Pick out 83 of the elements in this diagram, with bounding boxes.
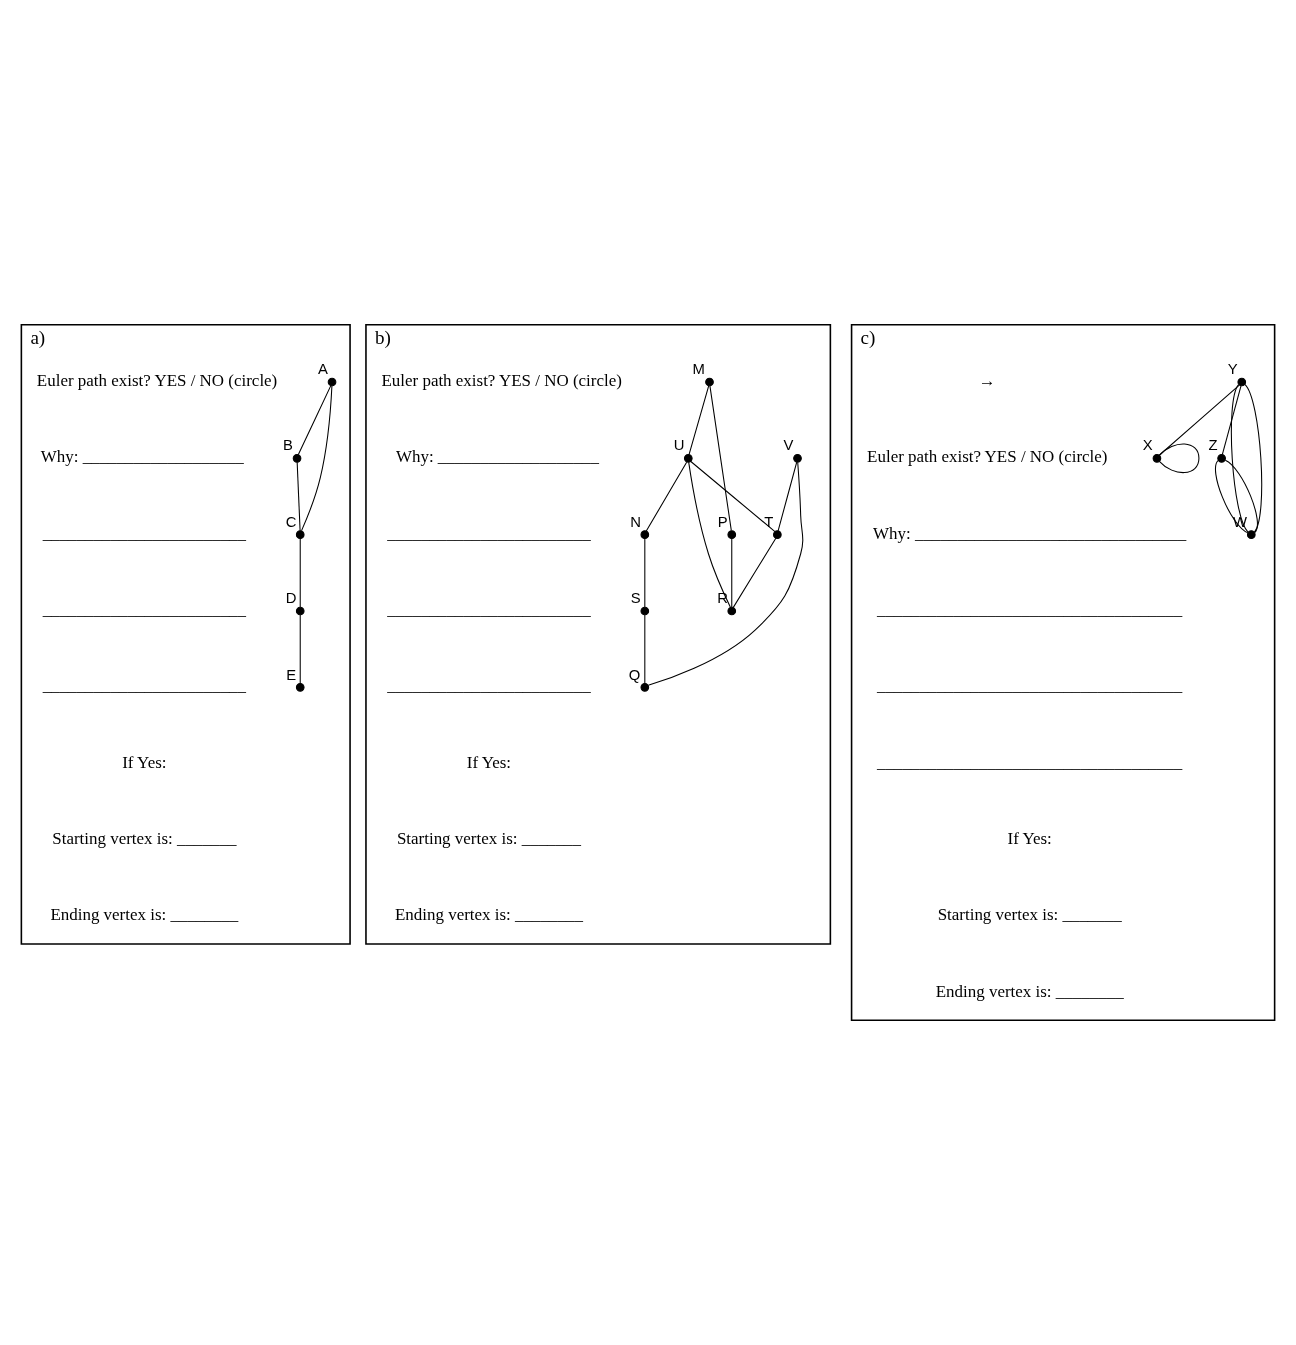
connector (1214, 459, 1249, 534)
connector (1230, 384, 1249, 533)
node-circle (1152, 453, 1162, 463)
node-label: P (717, 513, 728, 530)
connector (296, 461, 301, 532)
node-label: D (285, 590, 297, 607)
node-label: C (285, 513, 297, 530)
node-circle (640, 683, 650, 692)
node-circle (1246, 530, 1256, 539)
node-label: Z (1208, 437, 1218, 454)
node-label: Y (1227, 361, 1238, 378)
connector (690, 461, 776, 533)
label: ________________________ (387, 676, 591, 696)
node-label: U (673, 437, 685, 454)
node-label: Q (628, 666, 641, 683)
label: → (978, 371, 996, 391)
connector (731, 538, 733, 608)
node-circle (773, 530, 782, 539)
label: If Yes: (466, 752, 512, 772)
label: ____________________________________ (877, 752, 1183, 772)
label: Ending vertex is: ________ (935, 981, 1124, 1001)
node-circle (295, 683, 305, 692)
connector (1158, 384, 1240, 456)
label: ________________________ (387, 600, 591, 620)
node-circle (793, 453, 802, 463)
node-label: B (282, 437, 293, 454)
node-label: M (692, 361, 705, 378)
connector (645, 461, 688, 532)
node-label: E (286, 666, 297, 683)
node-circle (705, 377, 714, 387)
label: Why: ___________________ (40, 447, 244, 467)
label: Ending vertex is: ________ (50, 905, 239, 925)
connector (644, 538, 646, 608)
connector (299, 614, 301, 684)
node-label: A (317, 361, 328, 378)
node-label: V (783, 437, 794, 454)
connector (1224, 459, 1258, 533)
connector (777, 461, 798, 532)
node-label: X (1142, 437, 1153, 454)
node-circle (295, 530, 305, 539)
label: Why: ________________________________ (873, 523, 1187, 543)
connector (299, 538, 301, 608)
connector (644, 614, 646, 684)
label: ________________________ (42, 600, 247, 620)
label: If Yes: (122, 752, 167, 772)
label: Ending vertex is: ________ (395, 905, 583, 925)
connector (647, 461, 804, 686)
node-label: T (764, 513, 774, 530)
node-circle (640, 606, 650, 616)
label: ____________________________________ (877, 600, 1183, 620)
node-circle (727, 606, 737, 616)
label: ________________________ (42, 676, 247, 696)
label: ________________________ (42, 523, 247, 543)
connector (1244, 383, 1263, 533)
node-label: N (630, 513, 642, 530)
node-circle (683, 453, 693, 463)
connector (688, 461, 731, 608)
label: ____________________________________ (877, 676, 1183, 696)
label: Euler path exist? YES / NO (circle) (36, 371, 278, 391)
node-circle (295, 606, 305, 616)
label: Starting vertex is: _______ (937, 905, 1122, 925)
connector (732, 537, 777, 608)
connector (1158, 443, 1200, 474)
label: Starting vertex is: _______ (396, 829, 582, 849)
node-circle (640, 530, 650, 539)
node-circle (292, 453, 302, 463)
node-circle (727, 530, 737, 539)
node-label: S (630, 590, 641, 607)
label: Euler path exist? YES / NO (circle) (867, 447, 1108, 467)
node-label: R (717, 590, 728, 607)
node-circle (327, 377, 337, 387)
label: ________________________ (387, 523, 591, 543)
connector (301, 385, 333, 532)
label: Starting vertex is: _______ (52, 829, 237, 849)
label: Why: ___________________ (395, 447, 599, 467)
connector (1221, 385, 1242, 455)
label: Euler path exist? YES / NO (circle) (381, 371, 622, 391)
node-circle (1217, 453, 1226, 463)
node-circle (1237, 377, 1247, 387)
connector (688, 385, 710, 455)
label: If Yes: (1007, 829, 1052, 849)
connector (297, 385, 332, 455)
connector (709, 385, 732, 531)
